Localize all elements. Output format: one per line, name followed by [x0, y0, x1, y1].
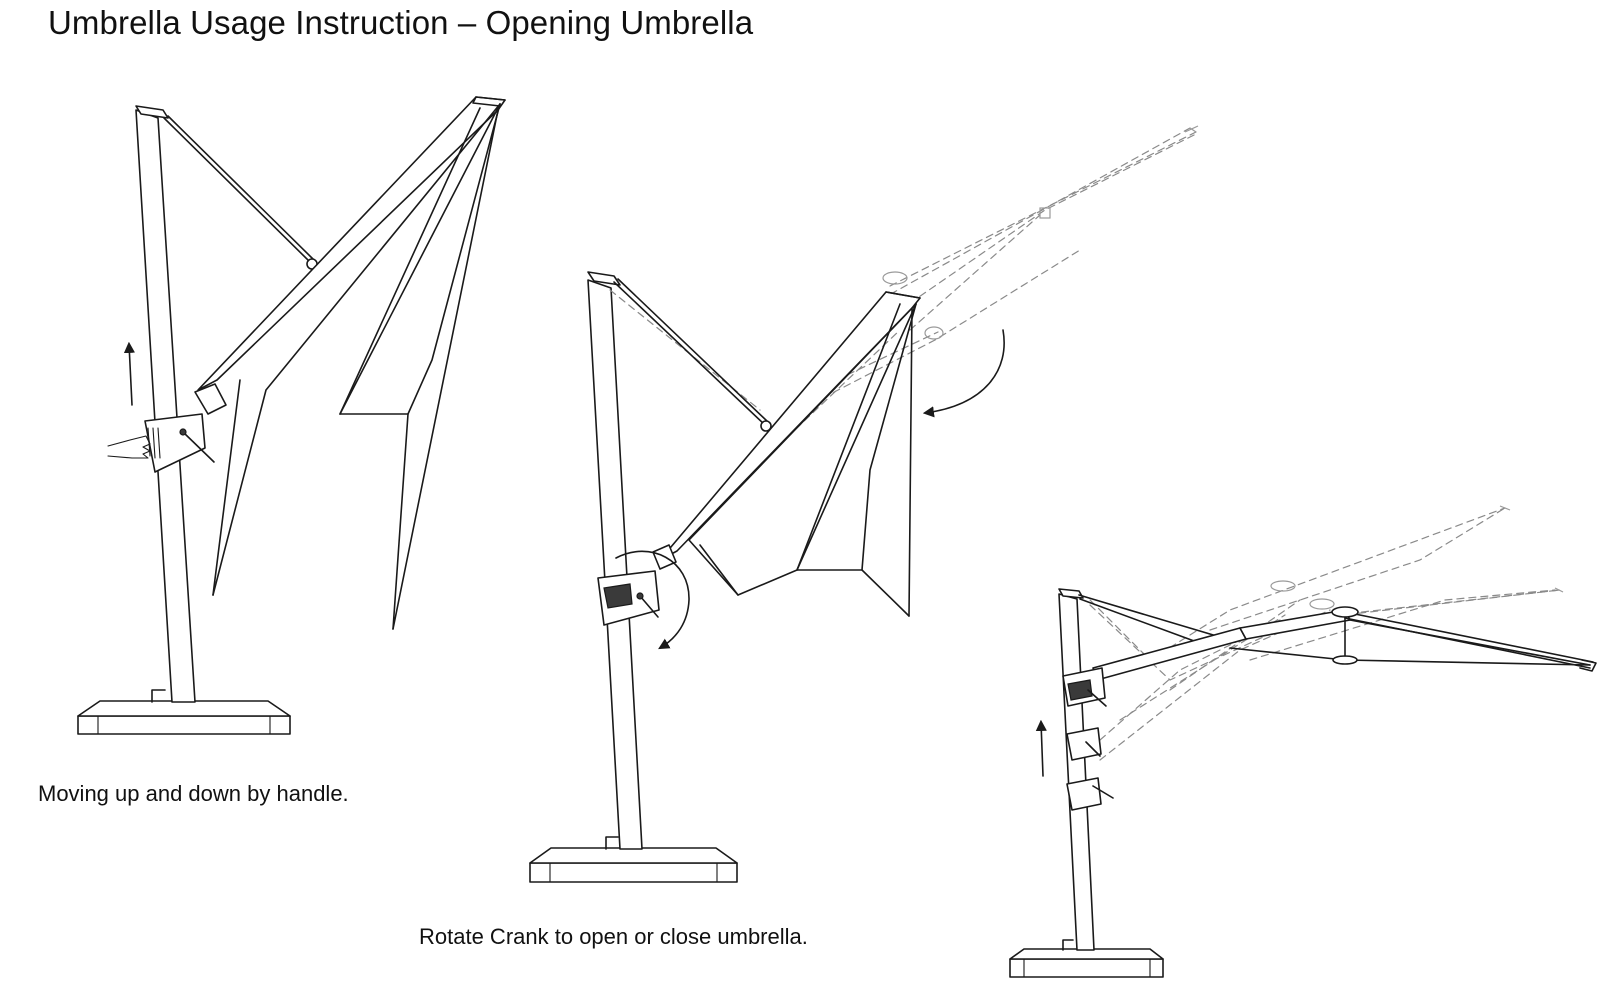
handle-housing	[1062, 667, 1107, 707]
step-1-caption: Moving up and down by handle.	[38, 781, 349, 806]
open-canopy	[1092, 606, 1597, 681]
handle-housing	[144, 383, 227, 473]
hand-icon	[107, 435, 151, 459]
step-2-illustration	[529, 125, 1199, 883]
canopy-rotate-arrow-icon	[922, 329, 1005, 418]
ghost-positions	[1089, 505, 1564, 761]
umbrella-base	[1009, 939, 1164, 978]
step-2-caption: Rotate Crank to open or close umbrella.	[419, 924, 808, 949]
up-arrow-icon	[1035, 719, 1047, 777]
umbrella-pole	[135, 105, 196, 703]
umbrella-pole	[1058, 588, 1095, 951]
ghost-handles	[1066, 727, 1114, 811]
umbrella-base	[77, 689, 291, 735]
umbrella-base	[529, 836, 738, 883]
closed-canopy	[197, 96, 506, 630]
crank-rotate-arrow-icon	[615, 550, 690, 650]
opening-canopy	[659, 291, 921, 617]
support-strut	[163, 117, 311, 263]
step-3-illustration	[1009, 505, 1597, 978]
up-arrow-icon	[123, 341, 136, 406]
support-strut	[1078, 594, 1221, 638]
ghost-positions	[609, 125, 1199, 521]
page-title: Umbrella Usage Instruction – Opening Umb…	[48, 4, 754, 41]
step-1-illustration	[77, 96, 506, 735]
crank-housing	[597, 544, 677, 626]
support-strut	[613, 281, 766, 426]
umbrella-pole	[587, 271, 643, 850]
